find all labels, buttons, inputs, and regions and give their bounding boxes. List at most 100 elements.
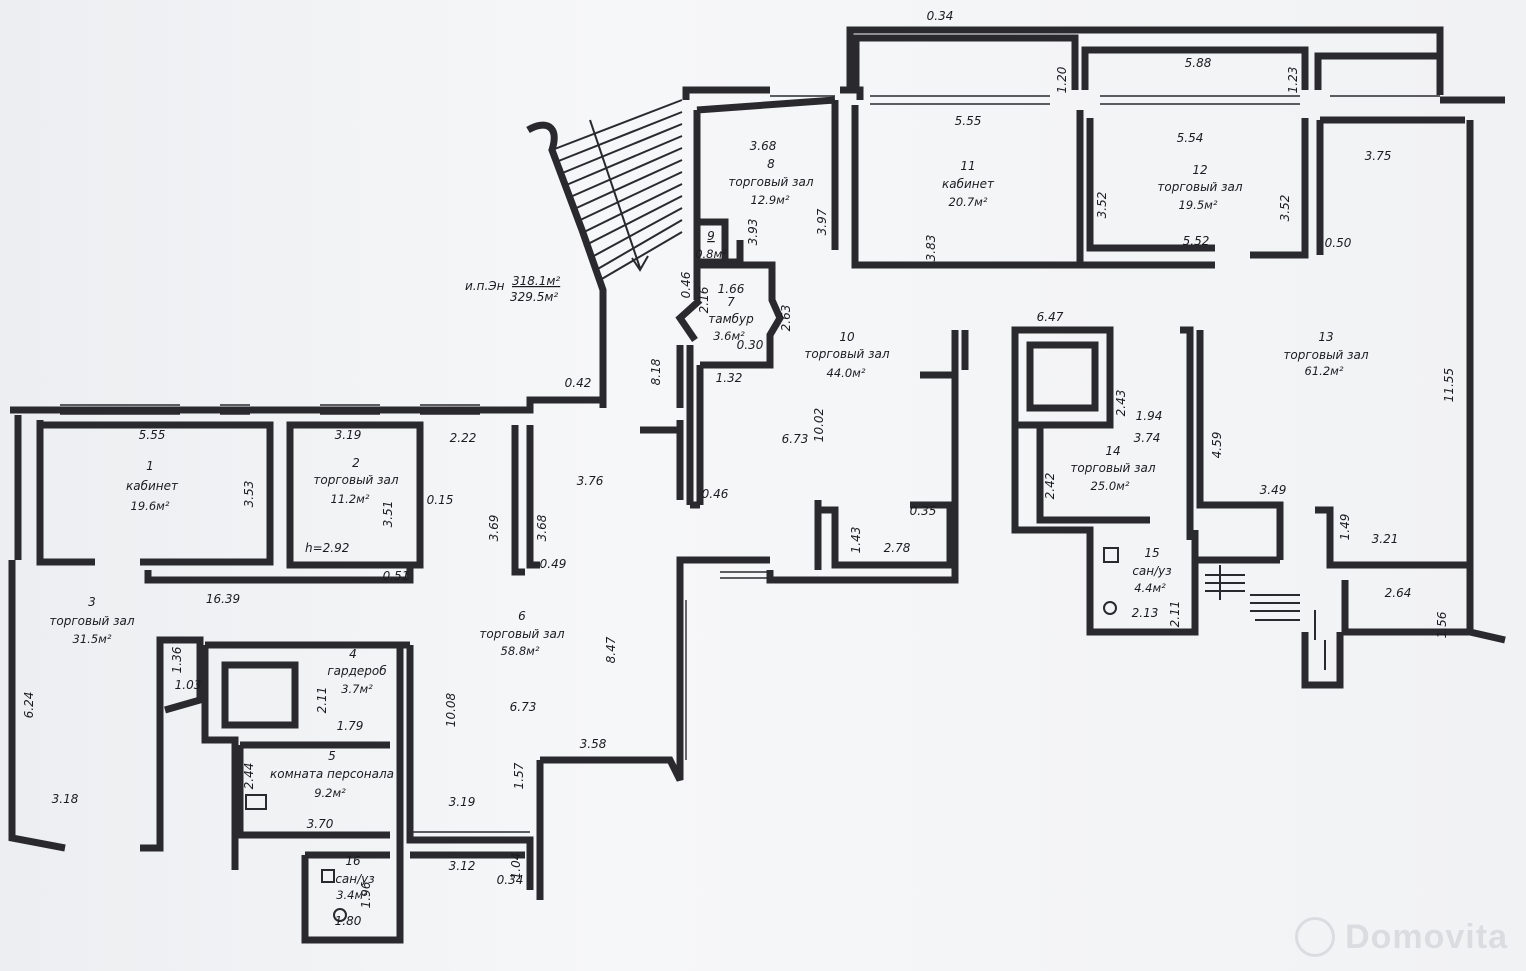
dimension-label: 1.03	[175, 678, 202, 692]
window-marks	[60, 95, 1440, 833]
room-13-area: 61.2м²	[1305, 364, 1344, 378]
dimension-label: 2.11	[315, 687, 329, 714]
dimension-label: 2.22	[450, 431, 477, 445]
dimension-label: 1.56	[1435, 611, 1449, 638]
dimension-label: 8.18	[649, 358, 663, 385]
dimension-label: 1.57	[512, 762, 526, 789]
room-1-name: кабинет	[126, 479, 179, 493]
room-11-name: кабинет	[942, 177, 995, 191]
dimension-label: 0.49	[540, 557, 567, 571]
dimension-label: 1.49	[1338, 514, 1352, 541]
dimension-label: 2.16	[697, 286, 711, 313]
dimension-label: 3.74	[1134, 431, 1161, 445]
room-3-area: 31.5м²	[73, 632, 112, 646]
room-9-area: 0.8м²	[695, 247, 727, 261]
dimension-label: 1.66	[718, 282, 745, 296]
dimension-label: 5.55	[139, 428, 166, 442]
room-8-area: 12.9м²	[751, 193, 790, 207]
room-14-name: торговый зал	[1070, 461, 1155, 475]
room-5-area: 9.2м²	[314, 786, 346, 800]
room-9-number: 9	[707, 229, 715, 243]
room-11-area: 20.7м²	[949, 195, 988, 209]
watermark-logo-icon	[1295, 917, 1336, 957]
dimension-label: 1.23	[1286, 67, 1300, 94]
room-6-name: торговый зал	[479, 627, 564, 641]
room-labels: 1 кабинет 19.6м² 2 торговый зал 11.2м² 3…	[49, 157, 1368, 902]
room-13-name: торговый зал	[1283, 348, 1368, 362]
dimension-label: 1.96	[359, 881, 373, 908]
dimension-label: 3.49	[1260, 483, 1287, 497]
dimension-label: 1.04	[509, 853, 523, 880]
room-7-name: тамбур	[708, 312, 754, 326]
dimension-label: 1.94	[1136, 409, 1163, 423]
room-10-number: 10	[839, 330, 855, 344]
dimension-label: 10.08	[444, 692, 458, 727]
room-11-number: 11	[960, 159, 975, 173]
dimension-label: 3.97	[815, 208, 829, 235]
watermark: Domovita	[1295, 917, 1508, 957]
dimension-label: 5.52	[1183, 234, 1210, 248]
dimension-label: 3.69	[487, 515, 501, 542]
room-8-number: 8	[767, 157, 775, 171]
dimension-label: 1.20	[1055, 66, 1069, 93]
dimension-label: 0.51	[383, 569, 410, 583]
dimension-label: 1.43	[849, 527, 863, 554]
dimension-label: 3.18	[52, 792, 79, 806]
dimension-label: 3.70	[307, 817, 334, 831]
dimension-label: 5.88	[1185, 56, 1212, 70]
dimension-label: 16.39	[206, 592, 240, 606]
dimension-label: 1.79	[337, 719, 364, 733]
room-10-name: торговый зал	[804, 347, 889, 361]
totals-area-1: 318.1м²	[512, 274, 560, 288]
room-3-name: торговый зал	[49, 614, 134, 628]
dimension-label: 0.35	[910, 504, 937, 518]
room-6-number: 6	[518, 609, 526, 623]
room-16-name: сан/уз	[335, 872, 374, 886]
dimension-label: 3.83	[924, 235, 938, 262]
room-6-area: 58.8м²	[501, 644, 540, 658]
totals-area-2: 329.5м²	[510, 290, 558, 304]
sanitary-fixtures	[245, 547, 1119, 922]
dimension-label: 3.53	[242, 481, 256, 508]
dimension-label: 0.46	[702, 487, 729, 501]
dimension-label: 0.15	[427, 493, 454, 507]
room-16-number: 16	[345, 854, 361, 868]
dimension-label: 3.52	[1278, 195, 1292, 222]
dimension-label: 6.47	[1037, 310, 1064, 324]
dimension-label: 3.76	[577, 474, 604, 488]
dimension-label: 3.68	[750, 139, 777, 153]
room-12-area: 19.5м²	[1179, 198, 1218, 212]
dimension-label: 11.55	[1442, 368, 1456, 402]
walls	[8, 26, 1506, 944]
room-4-name: гардероб	[327, 664, 387, 678]
dimension-label: 1.80	[335, 914, 362, 928]
dimension-label: 2.78	[884, 541, 911, 555]
dimension-label: 3.51	[381, 501, 395, 528]
dimension-label: 3.52	[1095, 192, 1109, 219]
room-2-name: торговый зал	[313, 473, 398, 487]
dimension-label: 3.12	[449, 859, 476, 873]
room-7-number: 7	[727, 295, 735, 309]
dimension-label: 3.75	[1365, 149, 1392, 163]
staircase-fan	[526, 99, 683, 408]
dimension-label: 3.19	[449, 795, 476, 809]
dimension-label: 6.73	[510, 700, 537, 714]
room-3-number: 3	[88, 595, 96, 609]
room-13-number: 13	[1318, 330, 1333, 344]
dimension-label: 2.43	[1114, 390, 1128, 417]
dimension-label: 3.58	[580, 737, 607, 751]
room-14-number: 14	[1105, 444, 1120, 458]
room-16-area: 3.4м²	[336, 888, 368, 902]
dimension-label: 1.36	[170, 646, 184, 673]
room-15-number: 15	[1144, 546, 1159, 560]
dimension-label: 0.30	[737, 338, 764, 352]
room-15-area: 4.4м²	[1134, 581, 1166, 595]
room-8-name: торговый зал	[728, 175, 813, 189]
dimension-label: 3.93	[746, 219, 760, 246]
room-5-number: 5	[328, 749, 336, 763]
dimension-label: 2.44	[242, 763, 256, 790]
dimension-label: 2.63	[779, 305, 793, 332]
